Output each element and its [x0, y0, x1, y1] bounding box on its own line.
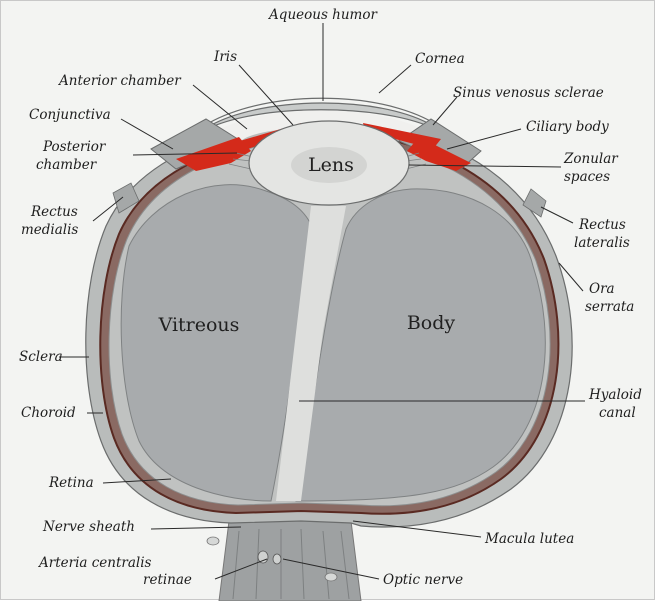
- label-anterior-chamber: Anterior chamber: [57, 73, 182, 89]
- label-ciliary-body: Ciliary body: [526, 119, 609, 135]
- label-rectus-lateralis-line1: Rectus: [578, 217, 626, 233]
- nerve-vessel-2: [273, 554, 281, 564]
- nerve-vessel-1: [258, 551, 268, 563]
- leader-rectus-lateralis: [541, 207, 573, 223]
- label-posterior-chamber-line2: chamber: [36, 157, 98, 173]
- label-hyaloid-canal-line1: Hyaloid: [588, 387, 642, 403]
- label-hyaloid-canal-line2: canal: [599, 405, 636, 421]
- label-iris: Iris: [213, 49, 237, 65]
- leader-cornea: [379, 65, 411, 93]
- label-conjunctiva: Conjunctiva: [29, 107, 111, 123]
- lens-label: Lens: [308, 154, 354, 176]
- label-arteria-centralis-line1: Arteria centralis: [37, 555, 152, 571]
- label-aqueous-humor: Aqueous humor: [267, 7, 378, 23]
- leader-nerve-sheath: [151, 527, 241, 529]
- label-rectus-medialis-line2: medialis: [21, 222, 78, 238]
- label-rectus-lateralis-line2: lateralis: [574, 235, 630, 251]
- leader-sinus-venosus: [433, 97, 457, 125]
- leader-conjunctiva: [121, 119, 173, 149]
- label-ora-serrata-line2: serrata: [585, 299, 634, 315]
- label-sinus-venosus-sclerae: Sinus venosus sclerae: [453, 85, 604, 101]
- label-posterior-chamber-line1: Posterior: [42, 139, 107, 155]
- label-nerve-sheath: Nerve sheath: [42, 519, 135, 535]
- label-rectus-medialis-line1: Rectus: [30, 204, 78, 220]
- label-zonular-spaces-line1: Zonular: [563, 151, 619, 167]
- vitreous-label: Vitreous: [158, 314, 240, 336]
- nerve-vessel-3: [207, 537, 219, 545]
- label-arteria-centralis-line2: retinae: [143, 572, 192, 588]
- body-label: Body: [407, 312, 456, 334]
- label-macula-lutea: Macula lutea: [484, 531, 574, 547]
- label-sclera: Sclera: [19, 349, 63, 365]
- label-zonular-spaces-line2: spaces: [564, 169, 610, 185]
- nerve-vessel-4: [325, 573, 337, 581]
- label-choroid: Choroid: [21, 405, 76, 421]
- label-retina: Retina: [48, 475, 94, 491]
- optic-nerve-stalk: [219, 521, 361, 601]
- label-ora-serrata-line1: Ora: [589, 281, 615, 297]
- label-cornea: Cornea: [415, 51, 465, 67]
- label-optic-nerve: Optic nerve: [383, 572, 463, 588]
